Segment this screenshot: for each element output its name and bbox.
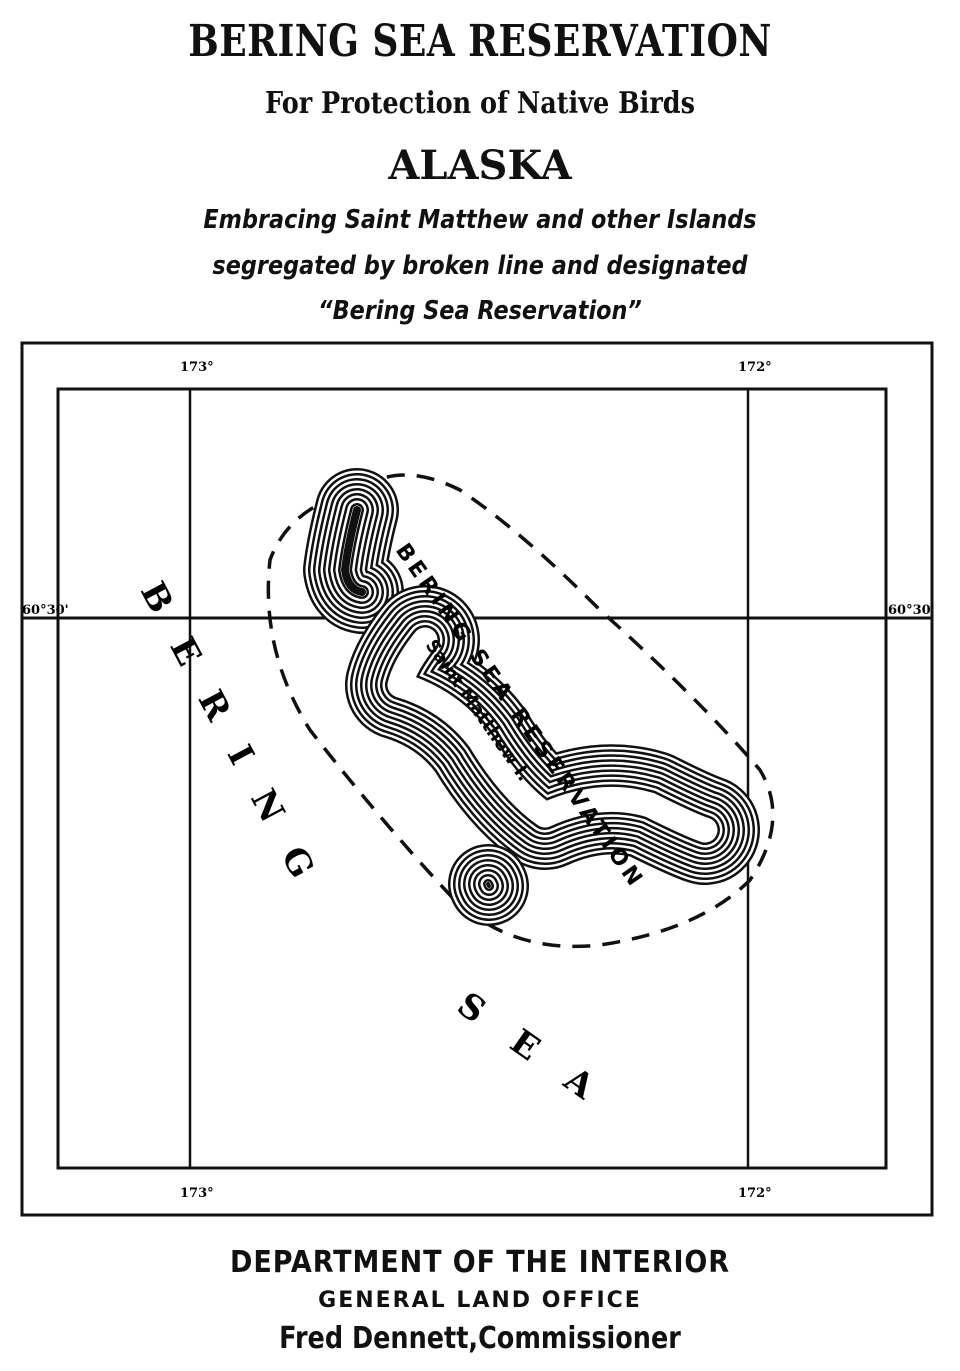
saint-matthew-island (345, 585, 760, 885)
description-line-1: Embracing Saint Matthew and other Island… (203, 205, 757, 235)
office-name: GENERAL LAND OFFICE (318, 1288, 642, 1313)
lat-label-left: 60°30' (22, 603, 69, 618)
department-name: DEPARTMENT OF THE INTERIOR (230, 1245, 730, 1280)
map-title: BERING SEA RESERVATION (188, 16, 772, 67)
description-line-3: “Bering Sea Reservation” (318, 296, 642, 326)
reservation-boundary (266, 473, 775, 949)
sea-label-sea: SEA (450, 985, 634, 1131)
island-land (388, 628, 717, 842)
lon-label-bottom-left: 173° (180, 1186, 214, 1201)
pinnacle-island (448, 844, 529, 926)
lon-label-bottom-right: 172° (738, 1186, 772, 1201)
outer-border (20, 341, 934, 1217)
island-land (341, 506, 366, 596)
lat-label-right: 60°30' (888, 603, 935, 618)
hall-island (303, 468, 404, 634)
sea-label-bering: BERING (132, 575, 338, 914)
island-land (486, 882, 491, 888)
island-contours (303, 468, 760, 926)
lon-label-top-left: 173° (180, 360, 214, 375)
region-title: ALASKA (388, 142, 572, 189)
description-line-2: segregated by broken line and designated (212, 251, 748, 281)
inner-border (56, 387, 888, 1170)
map-subtitle: For Protection of Native Birds (264, 86, 695, 121)
lon-label-top-right: 172° (738, 360, 772, 375)
commissioner-name: Fred Dennett,Commissioner (279, 1321, 681, 1356)
